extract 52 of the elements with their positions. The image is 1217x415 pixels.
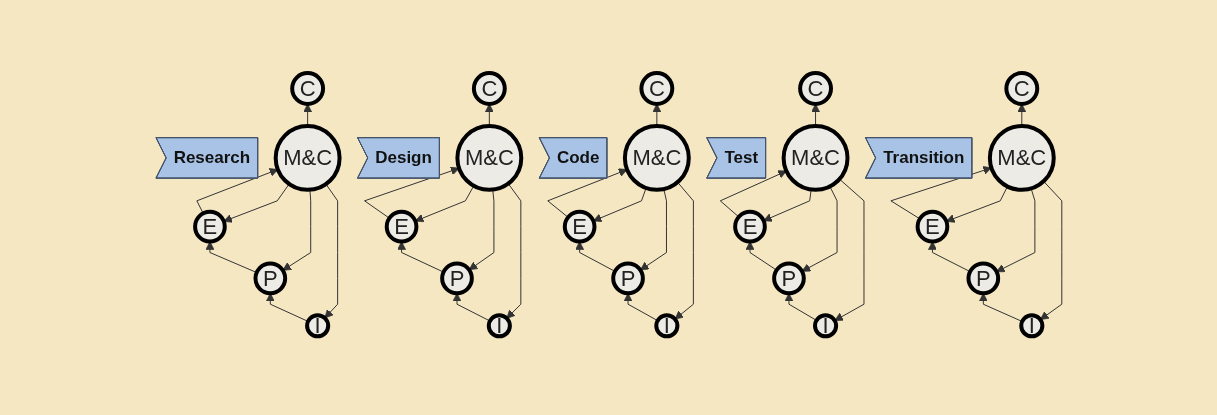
arrow [324,183,338,319]
node-circle: C [289,71,325,107]
node-circle: I [812,313,838,339]
node-circle: E [192,210,227,244]
node-circle: E [915,210,949,244]
arrow [195,168,278,215]
arrow [452,293,490,322]
arrow [833,178,865,322]
arrow [801,186,838,273]
node-circle: P [439,261,474,296]
node-circle: E [732,210,767,244]
arrow [265,293,309,323]
node-circle: M&C [622,124,691,193]
arrow [719,170,787,218]
node-circle: I [304,313,330,339]
arrow [674,182,694,320]
arrow [574,241,616,273]
node-circle: I [486,313,512,339]
arrow [978,293,1023,323]
node-circle: P [771,261,806,296]
arrow [592,187,647,223]
arrow [484,103,494,127]
node-circle: C [471,71,507,107]
node-circle: M&C [781,124,850,193]
node-circle: M&C [273,124,342,193]
node-circle: C [639,71,674,107]
node-circle: M&C [987,124,1056,193]
node-circle: C [797,71,833,107]
arrow [762,189,812,223]
arrow [945,186,1008,224]
node-circle: I [1018,313,1044,339]
arrow [1039,181,1062,321]
node-circle: C [1003,71,1039,107]
node-circle: P [253,261,287,296]
arrow [414,185,474,223]
node-circle: I [653,313,679,339]
arrow [506,183,521,320]
arrow [784,293,817,322]
node-circle: P [966,261,1000,296]
node-circle: E [384,210,418,244]
node-circle: P [610,261,645,296]
node-circle: E [562,210,597,244]
arrow [396,241,444,273]
arrow [205,241,257,274]
arrow [623,293,658,322]
arrow [745,241,777,271]
arrow [468,189,494,271]
arrow [223,183,290,223]
arrow [995,188,1035,273]
node-circle: M&C [455,124,523,193]
arrow [302,103,312,127]
arrow [810,103,820,127]
